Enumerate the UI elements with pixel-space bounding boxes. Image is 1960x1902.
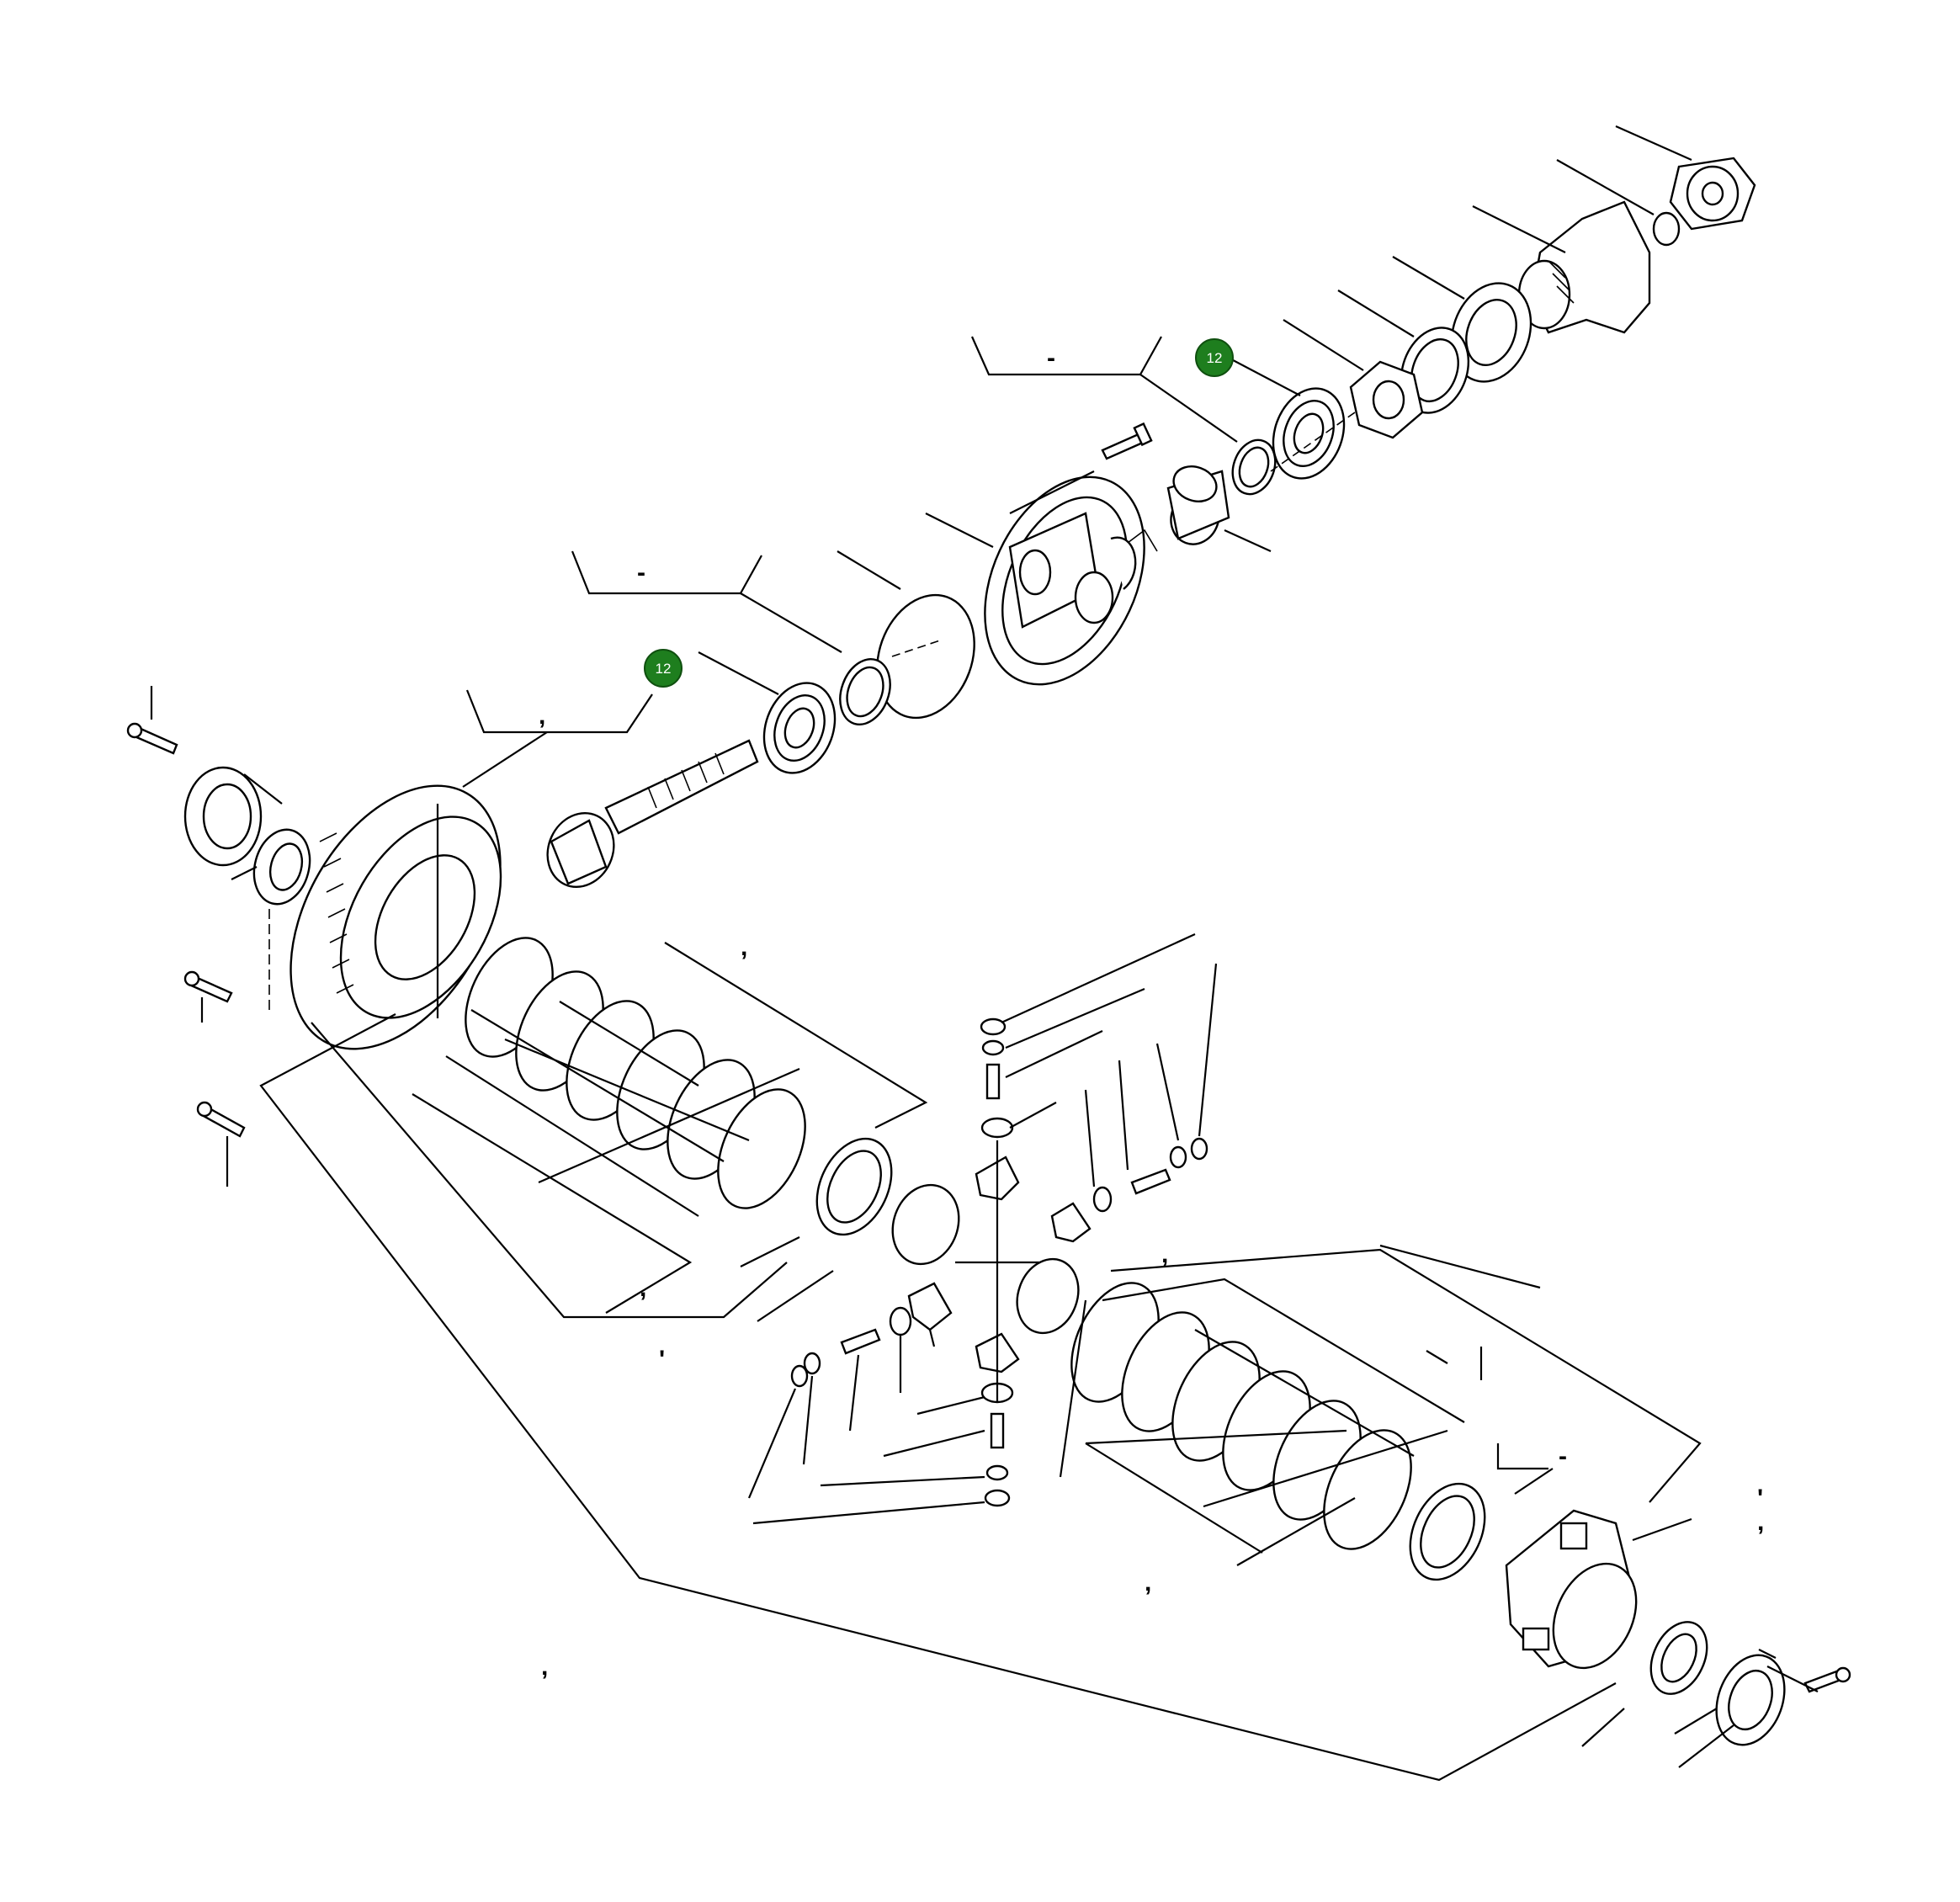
bearing-pinion bbox=[762, 682, 837, 774]
callout-mark: , bbox=[741, 933, 747, 961]
part-badge-lower[interactable]: 12 bbox=[644, 649, 683, 688]
leader-lines bbox=[150, 125, 1819, 1782]
differential-housing bbox=[1505, 1509, 1638, 1670]
planet-gear-left bbox=[907, 1282, 953, 1331]
screw-right bbox=[1803, 1666, 1851, 1693]
spacer-sleeve bbox=[1166, 465, 1230, 545]
callout-mark: - bbox=[637, 559, 645, 587]
castle-nut bbox=[1349, 360, 1424, 439]
seal-lower bbox=[839, 658, 891, 725]
screw-upper bbox=[1101, 422, 1153, 460]
ring-nut-left bbox=[183, 766, 263, 867]
screw-left-bottom bbox=[196, 1101, 246, 1138]
ring-nut-right bbox=[1715, 1654, 1786, 1746]
callout-mark: , bbox=[1145, 1569, 1151, 1597]
callout-mark: , bbox=[541, 1653, 548, 1681]
clutch-pack-left bbox=[465, 937, 806, 1209]
yoke-flange bbox=[1517, 200, 1651, 334]
o-ring-large bbox=[876, 593, 975, 720]
bearing-right bbox=[1649, 1621, 1708, 1695]
o-ring-small bbox=[1652, 211, 1681, 247]
callout-mark: - bbox=[1047, 344, 1055, 372]
pins-and-washers bbox=[790, 1017, 1208, 1507]
clutch-pack-right bbox=[1070, 1282, 1412, 1550]
side-gear-right bbox=[1016, 1257, 1080, 1335]
flange-nut bbox=[1669, 157, 1756, 231]
pinion-shaft bbox=[546, 739, 759, 889]
callout-mark: , bbox=[539, 702, 545, 730]
callout-mark: , bbox=[1757, 1508, 1764, 1536]
bearing-left bbox=[252, 828, 311, 906]
callout-mark: - bbox=[1559, 1442, 1567, 1470]
screw-left-top bbox=[126, 722, 178, 755]
bearing-upper bbox=[1272, 387, 1346, 480]
screw-left-mid bbox=[183, 970, 233, 1003]
crown-wheel bbox=[289, 784, 502, 1050]
callout-mark: ' bbox=[659, 1346, 665, 1373]
side-gear-left bbox=[891, 1183, 960, 1266]
shim-ring bbox=[1231, 438, 1277, 496]
part-badge-lower-label: 12 bbox=[656, 661, 672, 677]
thrust-washer-right bbox=[1409, 1482, 1486, 1581]
housing-cover bbox=[984, 476, 1158, 686]
part-badge-upper-label: 12 bbox=[1207, 350, 1223, 366]
callout-mark: , bbox=[640, 1274, 646, 1302]
part-badge-upper[interactable]: 12 bbox=[1195, 338, 1234, 377]
dust-shield bbox=[1450, 282, 1532, 383]
thrust-washer-left bbox=[815, 1137, 893, 1236]
callout-marks: - - , , , , - , , , ' ' bbox=[539, 344, 1764, 1681]
callout-mark: ' bbox=[1757, 1485, 1763, 1512]
planet-gear-right bbox=[1050, 1202, 1092, 1243]
callout-mark: , bbox=[1161, 1241, 1168, 1268]
